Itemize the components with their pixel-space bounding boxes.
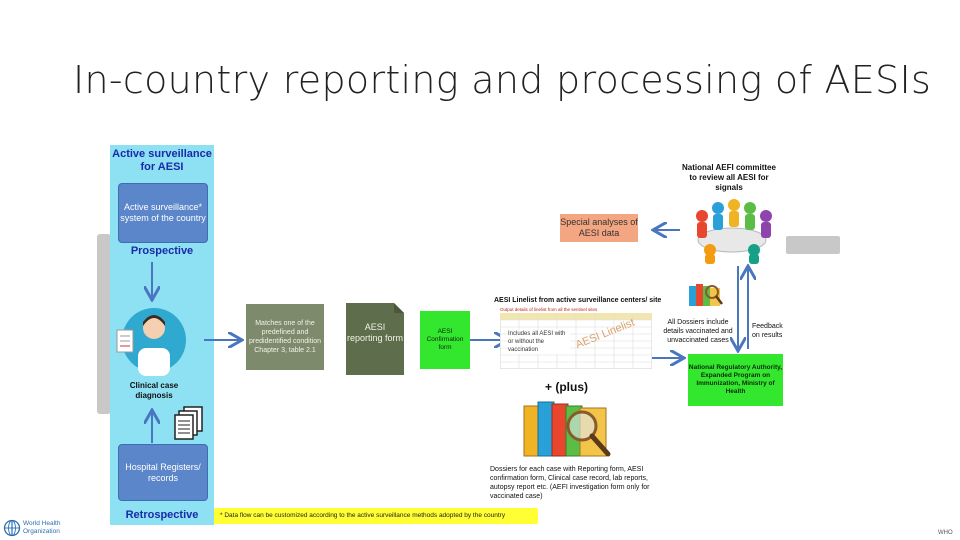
plus-label: + (plus) [545, 380, 589, 394]
linelist-note: Includes all AESI with or without the va… [508, 330, 570, 354]
match-condition-box: Matches one of the predefined and predid… [246, 304, 324, 370]
dossier-folders-icon [523, 401, 611, 457]
clinical-diagnosis-label: Clinical case diagnosis [129, 381, 179, 400]
committee-label: National AEFI committee to review all AE… [682, 163, 776, 192]
reporting-form-label: AESI reporting form [346, 322, 404, 343]
feedback-label: Feedback on results [752, 323, 783, 339]
reporting-form-shape [346, 303, 404, 375]
slide-title: In-country reporting and processing of A… [73, 58, 932, 102]
grey-tab [786, 236, 840, 254]
panel-heading: Active surveillance for AESI [112, 148, 212, 173]
side-strip [97, 234, 111, 414]
linelist-title: AESI Linelist from active surveillance c… [494, 297, 662, 304]
committee-meeting-illustration [696, 199, 772, 264]
small-folders-icon [689, 284, 723, 306]
dossiers-caption: Dossiers for each case with Reporting fo… [490, 466, 650, 500]
active-surveillance-box: Active surveillance* system of the count… [118, 183, 208, 243]
documents-icon [174, 406, 203, 440]
nra-box: National Regulatory Authority, Expanded … [688, 354, 783, 406]
dossiers-note: All Dossiers include details vaccinated … [663, 319, 733, 344]
footer-tag: WHO [938, 530, 953, 536]
linelist-subtitle: Output details of linelist from all the … [500, 307, 598, 312]
registers-box: Hospital Registers/ records [118, 444, 208, 501]
who-logo-text: World Health Organization [23, 520, 61, 535]
doctor-illustration [116, 308, 186, 376]
special-analyses-box: Special analyses of AESI data [560, 214, 638, 242]
prospective-label: Prospective [130, 245, 194, 257]
who-emblem-icon [3, 519, 21, 537]
confirmation-form-box: AESI Confirmation form [420, 311, 470, 369]
retrospective-label: Retrospective [125, 509, 199, 521]
data-flow-note: * Data flow can be customized according … [214, 508, 538, 524]
